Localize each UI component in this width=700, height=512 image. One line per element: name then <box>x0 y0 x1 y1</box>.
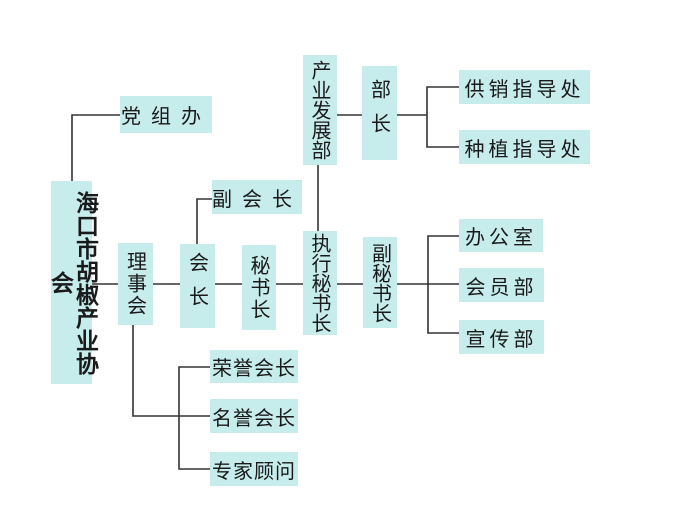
node-secretary-general-label: 秘书长 <box>247 254 271 321</box>
connector-minister-branch <box>426 86 459 148</box>
node-expert-advisor: 专家顾问 <box>210 452 298 486</box>
connector-council-honor <box>132 325 210 417</box>
node-minister: 部长 <box>362 66 397 160</box>
node-minister-label: 部长 <box>367 79 392 147</box>
node-president-label: 会长 <box>185 252 210 320</box>
connector-deputy-branch <box>427 235 459 334</box>
node-president: 会长 <box>180 244 215 328</box>
node-executive-secretary: 执行秘书长 <box>303 231 337 335</box>
node-emeritus-president-label: 名誉会长 <box>212 405 296 430</box>
node-office: 办公室 <box>459 219 543 252</box>
node-expert-advisor-label: 专家顾问 <box>212 458 296 483</box>
node-supply-sales: 供销指导处 <box>459 70 590 104</box>
node-council: 理事会 <box>118 243 153 325</box>
node-deputy-secretary-label: 副秘书长 <box>368 242 393 323</box>
node-publicity: 宣传部 <box>459 320 544 354</box>
node-industry-dept: 产业发展部 <box>303 55 337 165</box>
connector-honor-branch <box>178 366 210 470</box>
node-root-label: 海口市胡椒产业协会 <box>46 190 98 375</box>
node-secretary-general: 秘书长 <box>242 245 276 330</box>
node-vice-president-label: 副会长 <box>212 186 302 211</box>
node-honorary-president: 荣誉会长 <box>210 350 298 383</box>
connector-president-vice <box>196 198 212 244</box>
node-party-office: 党组办 <box>120 96 212 133</box>
node-planting-label: 种植指导处 <box>464 136 585 161</box>
node-vice-president: 副会长 <box>212 180 302 214</box>
node-executive-secretary-label: 执行秘书长 <box>308 233 332 333</box>
node-office-label: 办公室 <box>465 225 537 249</box>
node-honorary-president-label: 荣誉会长 <box>212 356 296 380</box>
node-industry-dept-label: 产业发展部 <box>308 60 332 160</box>
node-root: 海口市胡椒产业协会 <box>47 181 98 384</box>
node-party-office-label: 党组办 <box>121 104 211 128</box>
node-membership-label: 会员部 <box>465 274 538 299</box>
node-council-label: 理事会 <box>123 251 148 317</box>
node-membership: 会员部 <box>459 268 544 302</box>
node-planting: 种植指导处 <box>459 130 590 164</box>
node-emeritus-president: 名誉会长 <box>210 399 298 433</box>
connector-root-party <box>71 114 120 181</box>
node-supply-sales-label: 供销指导处 <box>464 76 585 101</box>
node-deputy-secretary: 副秘书长 <box>363 237 397 328</box>
node-publicity-label: 宣传部 <box>465 326 538 351</box>
